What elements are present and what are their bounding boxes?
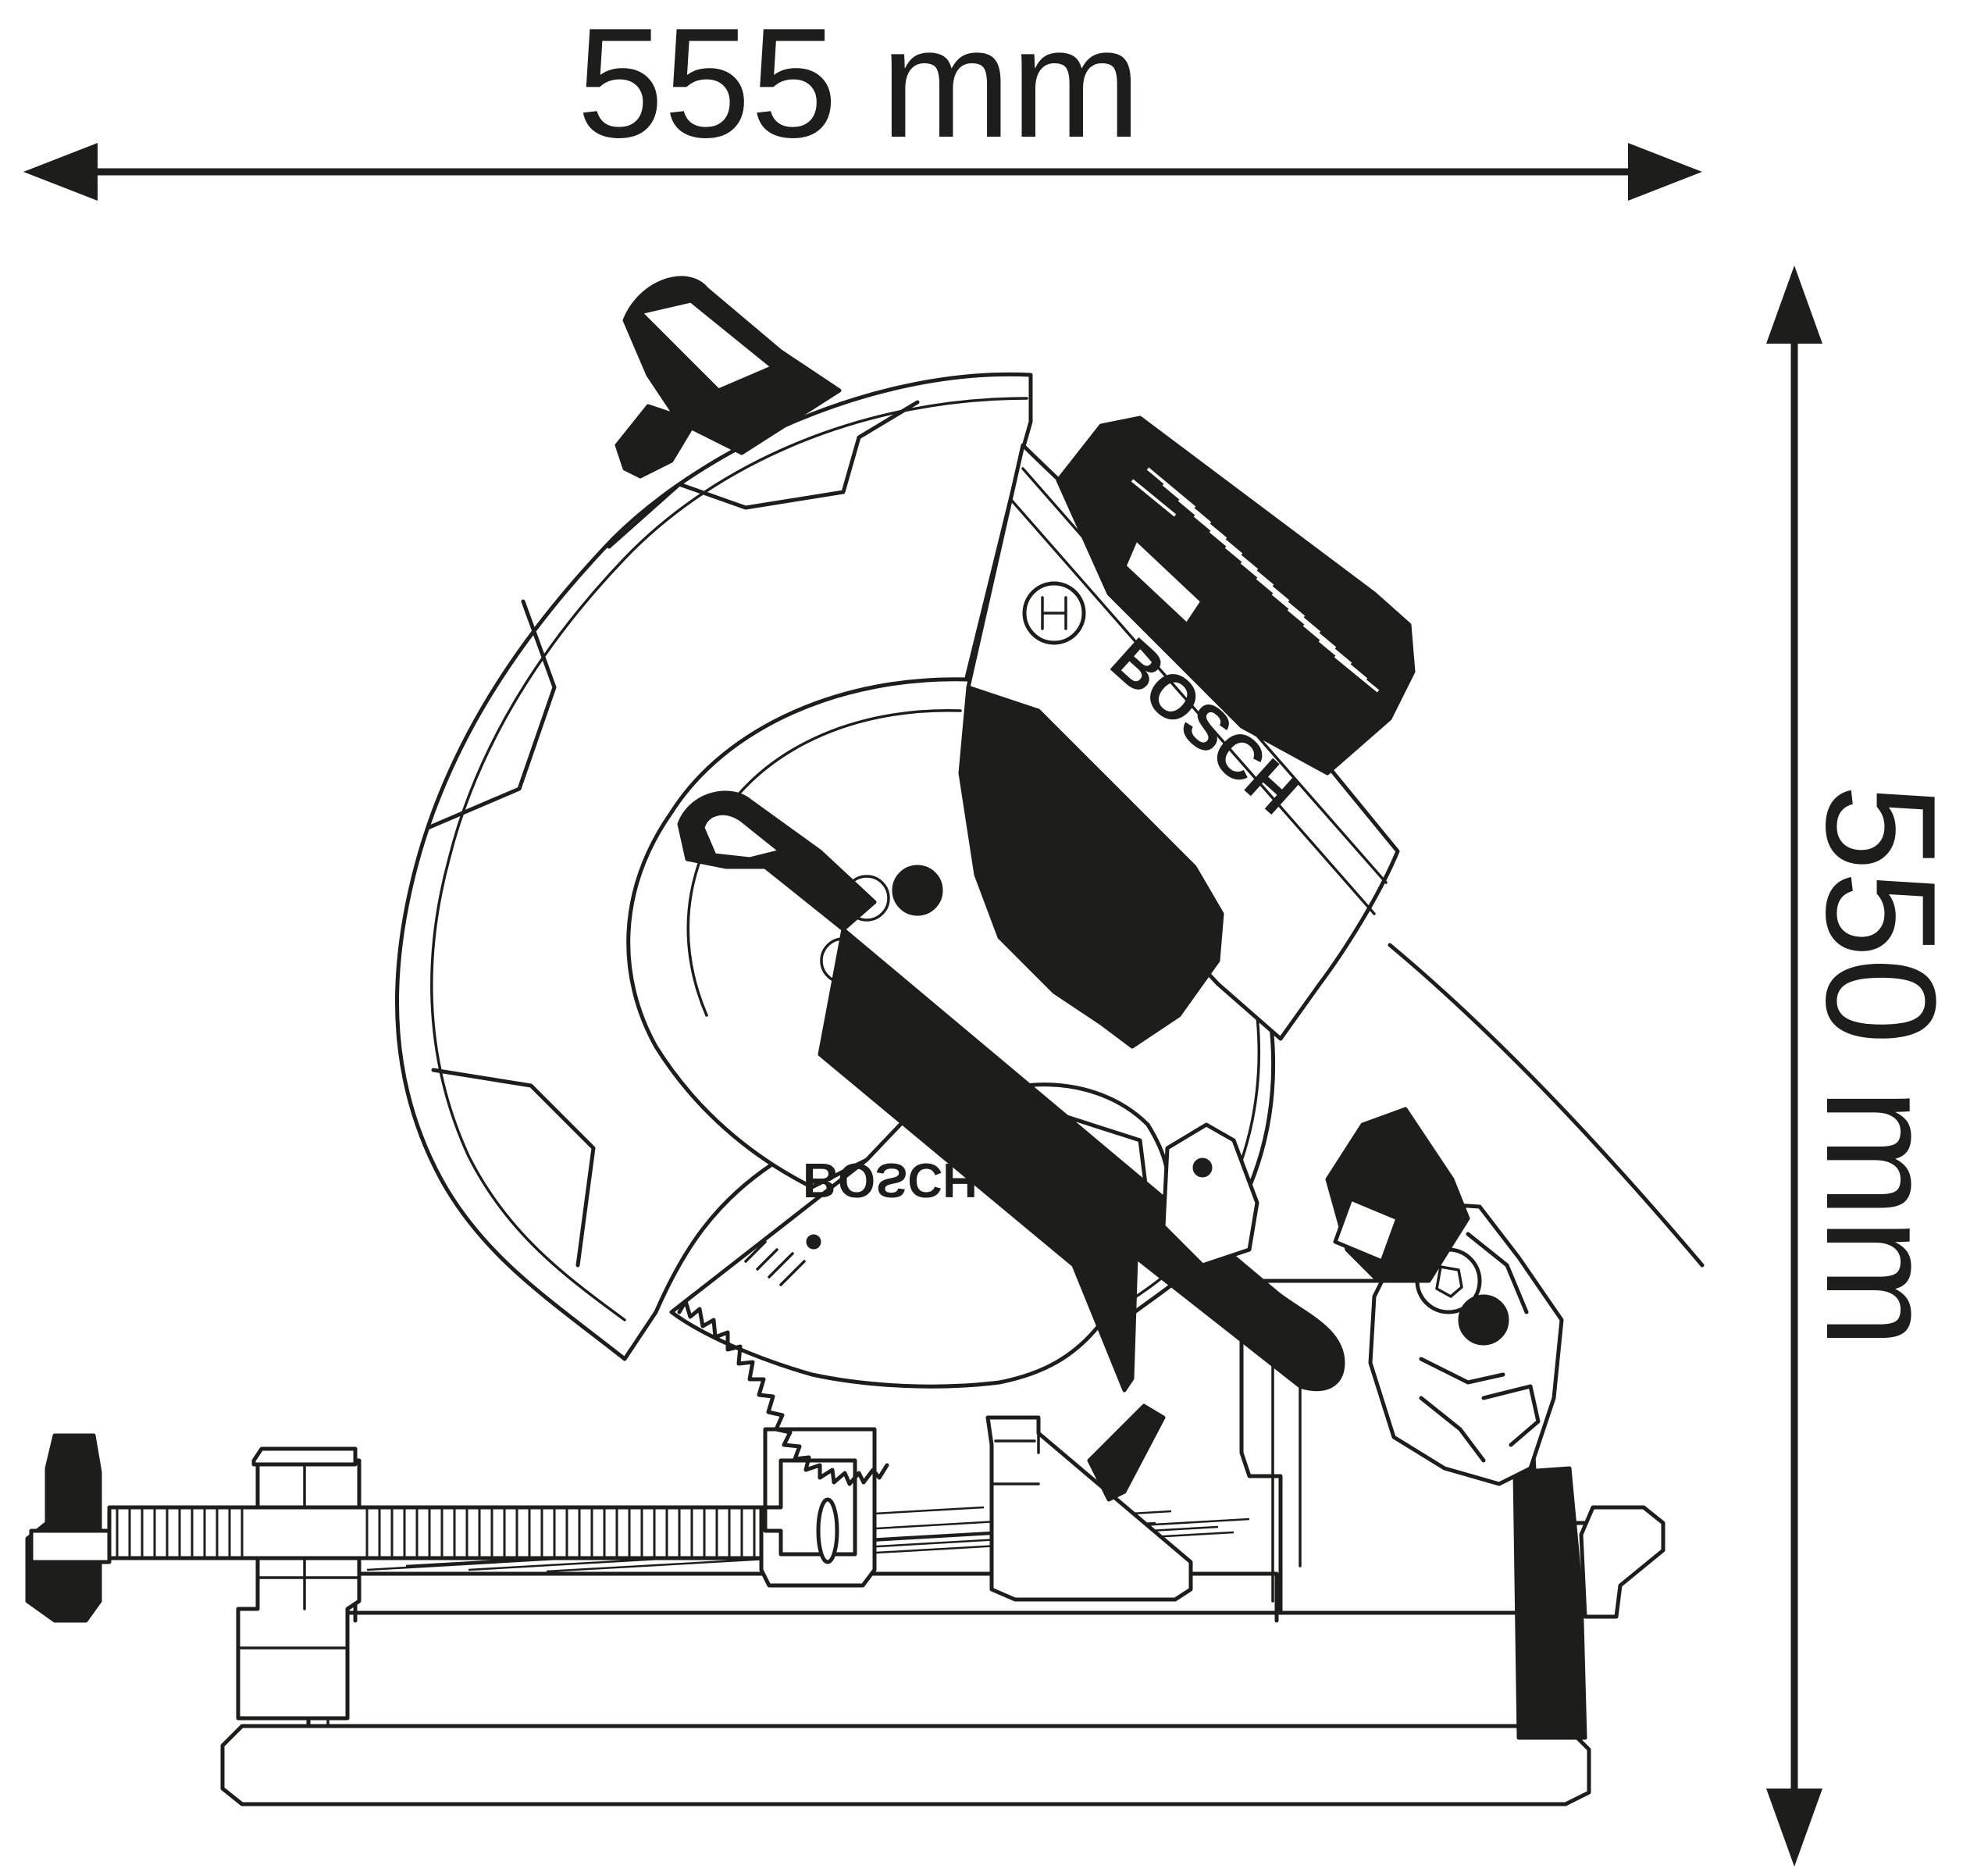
blade-guard-inner-rim <box>430 397 1028 1321</box>
fence <box>985 1415 1193 1602</box>
height-label: 550 mm <box>1794 784 1963 1348</box>
fence-knob <box>1087 1403 1166 1502</box>
width-arrow-right <box>1628 143 1702 201</box>
width-label: 555 mm <box>577 0 1141 170</box>
rear-bracket-dot <box>1192 1157 1213 1178</box>
handle-bar <box>818 927 1345 1393</box>
metal-chop-saw: BOSCH BOSCH <box>25 276 1705 1806</box>
guard-cutout-top <box>607 400 920 549</box>
fence-details <box>990 1432 1040 1485</box>
motor-block-window <box>1333 1197 1400 1264</box>
blade-arbor-ring <box>843 875 890 922</box>
power-cord <box>1388 943 1705 1268</box>
motor-vents <box>1131 467 1380 693</box>
blade-marker-dot-1 <box>806 1234 821 1250</box>
depth-stop <box>1579 1505 1666 1619</box>
motor-cap <box>1056 416 1416 776</box>
clamp-jaw-pin <box>816 1497 839 1564</box>
blade-markings-left <box>744 1240 806 1286</box>
clamp-rod-threads <box>116 1507 768 1558</box>
motor-block <box>1325 1107 1470 1283</box>
housing-emblem-mark <box>1041 596 1067 630</box>
saw-base <box>220 1724 1591 1806</box>
handle-grip-block <box>958 685 1224 1049</box>
width-arrow-left <box>23 143 98 201</box>
motor-cap-window <box>1122 537 1205 627</box>
clamp-t-handle-face <box>29 1528 112 1564</box>
clamp-post <box>236 1458 362 1721</box>
base-body <box>306 1610 1544 1728</box>
pivot-bolt-hex <box>1435 1265 1463 1298</box>
top-handle-grip-line <box>638 298 775 393</box>
depth-stop-grip <box>1512 1466 1587 1740</box>
blade-teeth <box>677 1299 889 1486</box>
height-arrow-bottom <box>1766 1789 1822 1867</box>
guard-cutout-left <box>426 599 557 830</box>
top-handle-lower <box>615 404 697 479</box>
clamp-post-top <box>251 1446 358 1467</box>
clamp-t-handle <box>25 1433 102 1623</box>
rear-bracket <box>1161 1122 1259 1268</box>
pivot-arm-cutouts <box>1419 1232 1541 1463</box>
handle-trigger-slot <box>700 811 783 861</box>
width-dimension: 555 mm <box>23 0 1702 201</box>
guard-cutout-lower <box>431 1068 596 1268</box>
clamp-rod <box>107 1505 783 1560</box>
height-arrow-top <box>1766 266 1822 344</box>
blade-arbor <box>892 865 943 916</box>
height-dimension: 550 mm <box>1766 266 1963 1867</box>
pivot-pin <box>1458 1294 1509 1346</box>
clamp-jaw <box>759 1427 877 1588</box>
blade-hub-ring <box>820 937 867 984</box>
